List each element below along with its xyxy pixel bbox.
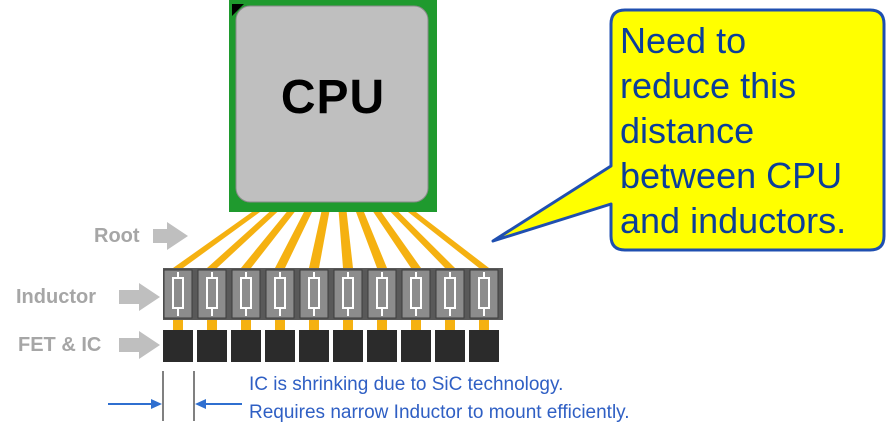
fet-ic-label: FET & IC bbox=[18, 334, 102, 356]
root-lead bbox=[356, 212, 387, 268]
root-lead bbox=[338, 212, 353, 268]
fet-ic bbox=[401, 330, 431, 362]
root-arrow-icon bbox=[153, 222, 188, 250]
inductor-fet-connector bbox=[377, 320, 387, 330]
root-lead bbox=[241, 212, 295, 268]
inductor-fet-connector bbox=[411, 320, 421, 330]
root-lead bbox=[207, 212, 278, 268]
fet-ic bbox=[231, 330, 261, 362]
inductor-fet-connector bbox=[445, 320, 455, 330]
cpu-die bbox=[235, 5, 429, 203]
root-lead bbox=[309, 212, 330, 268]
inductor-label: Inductor bbox=[16, 286, 96, 308]
callout-text: Need to reduce this distance between CPU… bbox=[620, 20, 847, 241]
inductor-fet-connector bbox=[309, 320, 319, 330]
inductor-fet-connector bbox=[241, 320, 251, 330]
fet-ic bbox=[197, 330, 227, 362]
root-lead bbox=[275, 212, 312, 268]
inductor-fet-connector bbox=[173, 320, 183, 330]
fet-ic bbox=[265, 330, 295, 362]
root-label: Root bbox=[94, 225, 140, 247]
width-dimension-marker bbox=[108, 371, 242, 421]
note-line-2: Requires narrow Inductor to mount effici… bbox=[249, 402, 630, 423]
root-lead bbox=[390, 212, 455, 268]
root-lead bbox=[173, 212, 260, 268]
inductor-fet-connectors bbox=[173, 320, 489, 330]
fet-ic-row bbox=[163, 330, 499, 362]
root-lead bbox=[373, 212, 421, 268]
cpu-label: CPU bbox=[280, 71, 386, 124]
inductor-arrow-icon bbox=[119, 283, 160, 311]
fet-ic bbox=[299, 330, 329, 362]
inductor-fet-connector bbox=[343, 320, 353, 330]
fet-ic bbox=[435, 330, 465, 362]
note-line-1: IC is shrinking due to SiC technology. bbox=[249, 374, 564, 395]
fet-ic bbox=[163, 330, 193, 362]
inductor-fet-connector bbox=[207, 320, 217, 330]
fet-ic bbox=[469, 330, 499, 362]
callout-bubble bbox=[491, 8, 886, 252]
inductor-fet-connector bbox=[275, 320, 285, 330]
root-leads bbox=[173, 212, 489, 268]
fet-ic bbox=[333, 330, 363, 362]
inductor-row bbox=[163, 269, 499, 319]
inductor-fet-connector bbox=[479, 320, 489, 330]
root-lead bbox=[408, 212, 489, 268]
cpu-pin1-marker bbox=[232, 4, 244, 16]
fet-ic-arrow-icon bbox=[119, 331, 160, 359]
fet-ic bbox=[367, 330, 397, 362]
